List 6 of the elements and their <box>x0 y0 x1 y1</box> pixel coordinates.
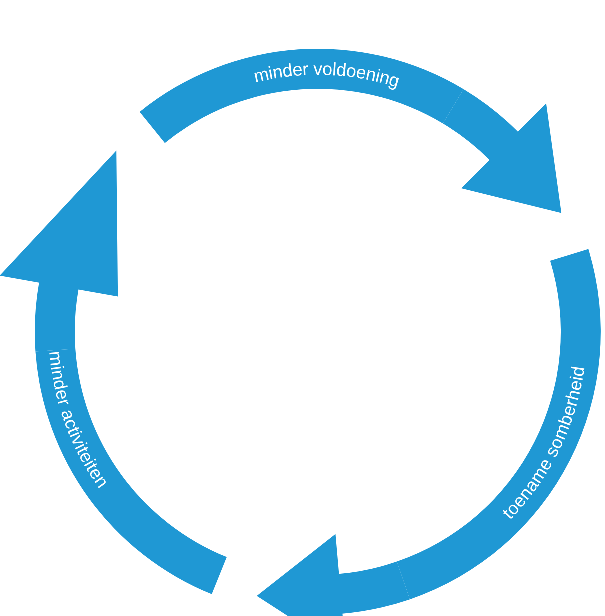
arrow-label: minder voldoening <box>252 59 402 92</box>
arrow <box>0 150 118 352</box>
curved-band <box>36 349 227 594</box>
arrow <box>257 534 410 616</box>
arrow <box>443 89 562 214</box>
curved-band <box>140 49 464 144</box>
